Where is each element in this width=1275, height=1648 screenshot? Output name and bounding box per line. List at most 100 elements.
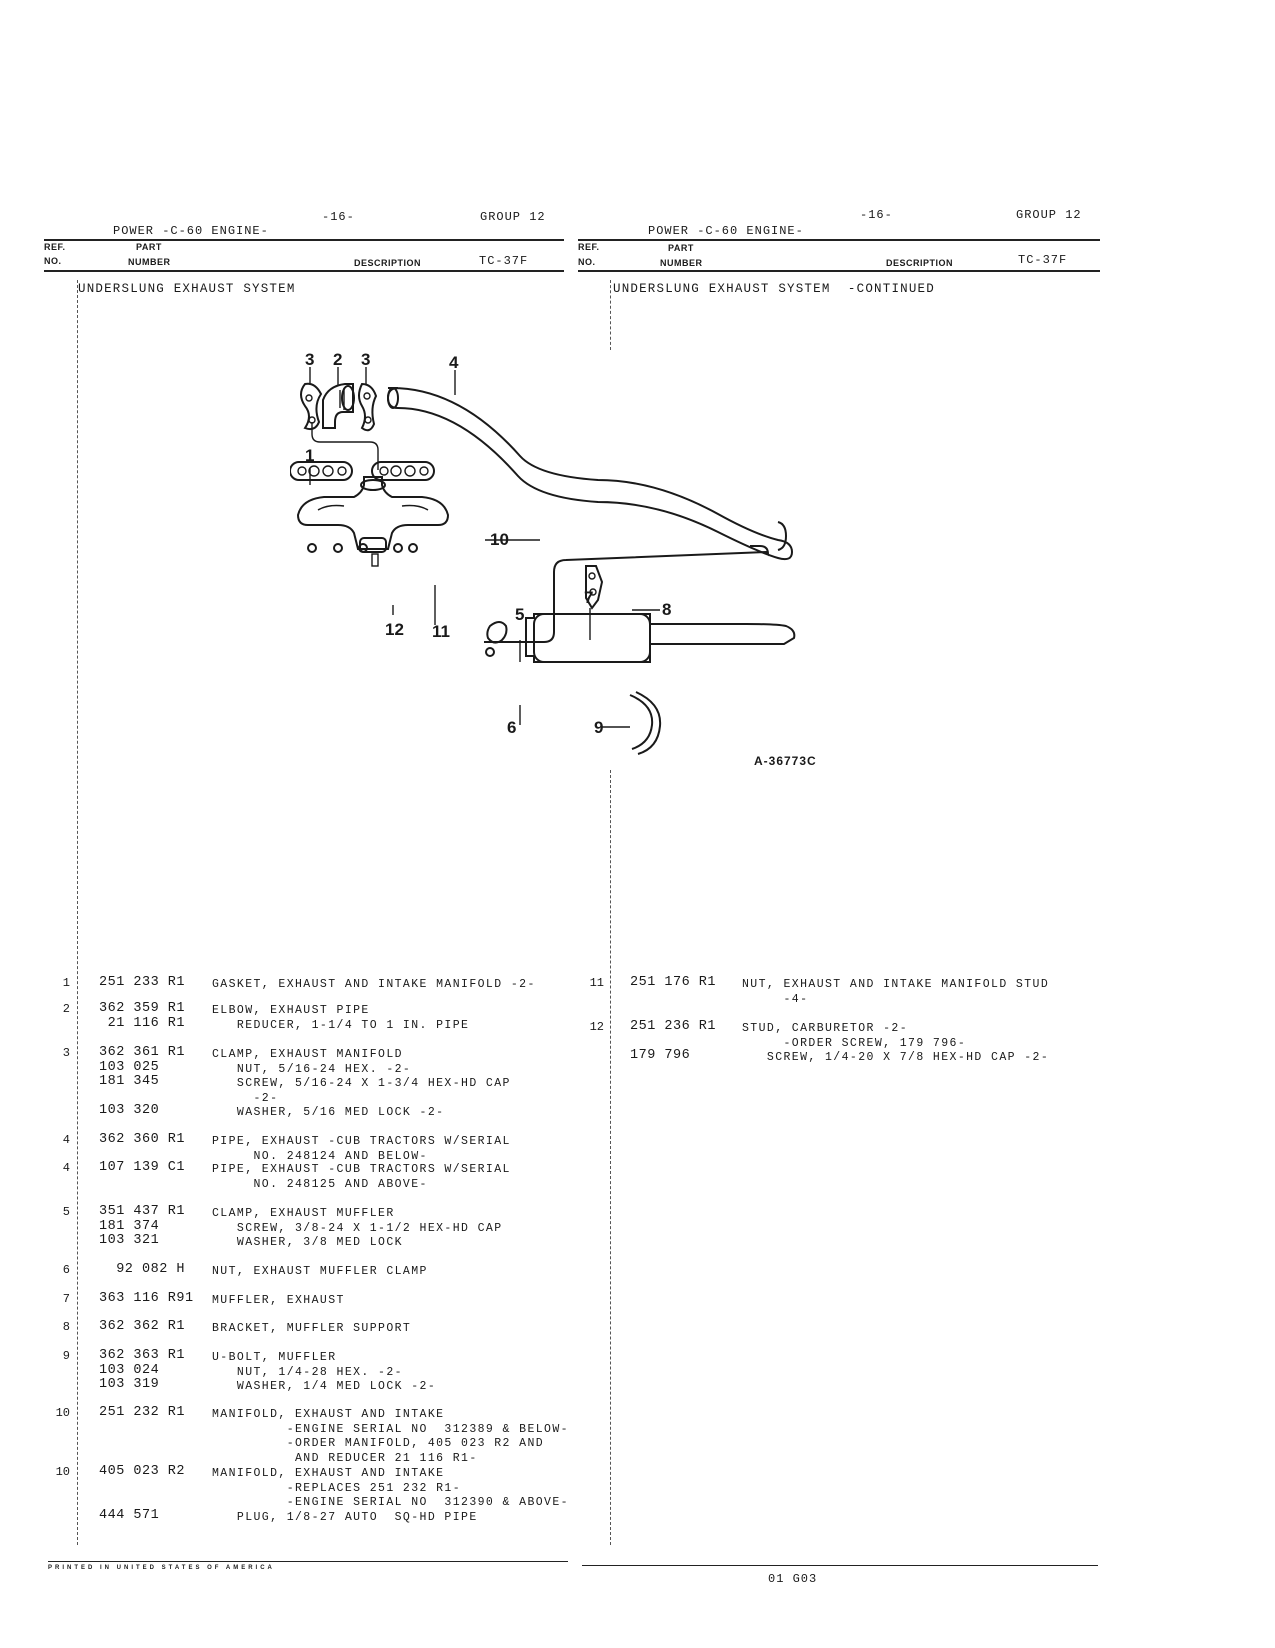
ref-number: 11	[589, 976, 604, 990]
part-number: 362 363 R1	[99, 1348, 186, 1363]
part-description: PIPE, EXHAUST -CUB TRACTORS W/SERIAL	[212, 1135, 511, 1148]
part-description: CLAMP, EXHAUST MANIFOLD	[212, 1048, 403, 1061]
part-description: WASHER, 5/16 MED LOCK -2-	[212, 1106, 445, 1119]
col-ref-label: REF.	[44, 242, 66, 252]
ref-number: 10	[55, 1465, 70, 1479]
callout-3-left: 3	[305, 350, 315, 369]
footer-rule-right	[582, 1565, 1098, 1566]
col-ref-label: REF.	[578, 242, 600, 252]
footer-rule-left	[48, 1561, 568, 1562]
part-description: SCREW, 1/4-20 X 7/8 HEX-HD CAP -2-	[742, 1051, 1050, 1064]
part-description: WASHER, 3/8 MED LOCK	[212, 1236, 403, 1249]
part-description: -ENGINE SERIAL NO 312390 & ABOVE-	[212, 1496, 569, 1509]
callout-8: 8	[662, 600, 672, 619]
callout-7: 7	[584, 588, 594, 607]
part-description: NUT, EXHAUST AND INTAKE MANIFOLD STUD	[742, 978, 1050, 991]
part-number: 362 362 R1	[99, 1319, 186, 1334]
part-description: NO. 248125 AND ABOVE-	[212, 1177, 428, 1191]
callout-1: 1	[305, 446, 315, 465]
section-title-left: UNDERSLUNG EXHAUST SYSTEM	[78, 282, 296, 296]
part-number: 107 139 C1	[99, 1160, 186, 1175]
part-description: GASKET, EXHAUST AND INTAKE MANIFOLD -2-	[212, 978, 536, 991]
part-description: U-BOLT, MUFFLER	[212, 1351, 337, 1364]
callout-5: 5	[515, 605, 525, 624]
drawing-code: A-36773C	[754, 754, 817, 768]
part-number: 362 359 R1	[99, 1001, 186, 1016]
part-number: 351 437 R1	[99, 1204, 186, 1219]
right-column-guide	[610, 770, 611, 1545]
callout-6: 6	[507, 718, 517, 737]
ref-number: 10	[55, 1406, 70, 1420]
group-label: GROUP 12	[1016, 208, 1082, 222]
part-number: 103 320	[99, 1103, 160, 1118]
ref-number: 9	[62, 1349, 70, 1363]
footer-code: 01 G03	[768, 1572, 818, 1586]
part-description: CLAMP, EXHAUST MUFFLER	[212, 1207, 395, 1220]
part-description: NUT, 1/4-28 HEX. -2-	[212, 1365, 403, 1379]
part-number: 362 361 R1	[99, 1045, 186, 1060]
part-description: BRACKET, MUFFLER SUPPORT	[212, 1322, 412, 1335]
ref-number: 8	[62, 1320, 70, 1334]
right-column-guide-top	[610, 280, 611, 350]
part-description: AND REDUCER 21 116 R1-	[212, 1451, 478, 1465]
ref-number: 1	[62, 976, 70, 990]
part-description: -2-	[212, 1091, 279, 1105]
col-part-label: PART	[668, 243, 694, 253]
part-description: PLUG, 1/8-27 AUTO SQ-HD PIPE	[212, 1510, 478, 1524]
part-number: 362 360 R1	[99, 1132, 186, 1147]
group-label: GROUP 12	[480, 210, 546, 224]
catalog-title: POWER -C-60 ENGINE-	[113, 224, 269, 238]
part-description: NUT, 5/16-24 HEX. -2-	[212, 1062, 412, 1076]
part-number: 181 374	[99, 1218, 160, 1234]
ref-number: 4	[62, 1161, 70, 1175]
col-desc-label: DESCRIPTION	[886, 258, 954, 268]
part-description: MANIFOLD, EXHAUST AND INTAKE	[212, 1467, 445, 1480]
ref-number: 3	[62, 1046, 70, 1060]
part-number: 251 176 R1	[630, 975, 717, 990]
part-description: NUT, EXHAUST MUFFLER CLAMP	[212, 1265, 428, 1278]
part-number: 21 116 R1	[99, 1015, 186, 1031]
printed-in-usa: PRINTED IN UNITED STATES OF AMERICA	[48, 1565, 275, 1571]
callout-3-right: 3	[361, 350, 371, 369]
part-description: -4-	[742, 992, 809, 1006]
part-number: 92 082 H	[99, 1262, 186, 1277]
part-number: 444 571	[99, 1507, 160, 1523]
part-description: MANIFOLD, EXHAUST AND INTAKE	[212, 1408, 445, 1421]
page-number: -16-	[860, 208, 893, 222]
callout-11: 11	[432, 622, 450, 641]
header-rule	[44, 239, 564, 241]
col-part-label: PART	[136, 242, 162, 252]
page-number: -16-	[322, 210, 355, 224]
part-number: 405 023 R2	[99, 1464, 186, 1479]
part-description: SCREW, 3/8-24 X 1-1/2 HEX-HD CAP	[212, 1221, 503, 1235]
callout-10: 10	[490, 530, 509, 549]
part-number: 363 116 R91	[99, 1291, 194, 1306]
callout-9: 9	[594, 718, 604, 737]
catalog-title: POWER -C-60 ENGINE-	[648, 224, 804, 238]
callout-12: 12	[385, 620, 404, 639]
part-description: REDUCER, 1-1/4 TO 1 IN. PIPE	[212, 1018, 470, 1032]
part-description: WASHER, 1/4 MED LOCK -2-	[212, 1380, 437, 1393]
col-desc-label: DESCRIPTION	[354, 258, 422, 268]
doc-code: TC-37F	[1018, 253, 1068, 267]
exploded-view-illustration	[289, 340, 830, 760]
part-number: 251 233 R1	[99, 975, 186, 990]
ref-number: 6	[62, 1263, 70, 1277]
doc-code: TC-37F	[479, 254, 529, 268]
part-number: 103 025	[99, 1059, 160, 1075]
part-number: 103 321	[99, 1233, 160, 1248]
header-rule-bottom	[44, 270, 564, 272]
part-description: -ORDER MANIFOLD, 405 023 R2 AND	[212, 1437, 545, 1450]
part-description: ELBOW, EXHAUST PIPE	[212, 1004, 370, 1017]
part-description: -ENGINE SERIAL NO 312389 & BELOW-	[212, 1422, 569, 1436]
exhaust-system-drawing	[289, 367, 796, 755]
col-ref-label-2: NO.	[578, 257, 596, 267]
ref-number: 2	[62, 1002, 70, 1016]
ref-number: 7	[62, 1292, 70, 1306]
part-number: 103 319	[99, 1377, 160, 1392]
part-description: MUFFLER, EXHAUST	[212, 1294, 345, 1307]
part-number: 179 796	[630, 1048, 691, 1063]
part-description: NO. 248124 AND BELOW-	[212, 1149, 428, 1163]
ref-number: 4	[62, 1133, 70, 1147]
section-title-right: UNDERSLUNG EXHAUST SYSTEM -CONTINUED	[613, 282, 935, 296]
